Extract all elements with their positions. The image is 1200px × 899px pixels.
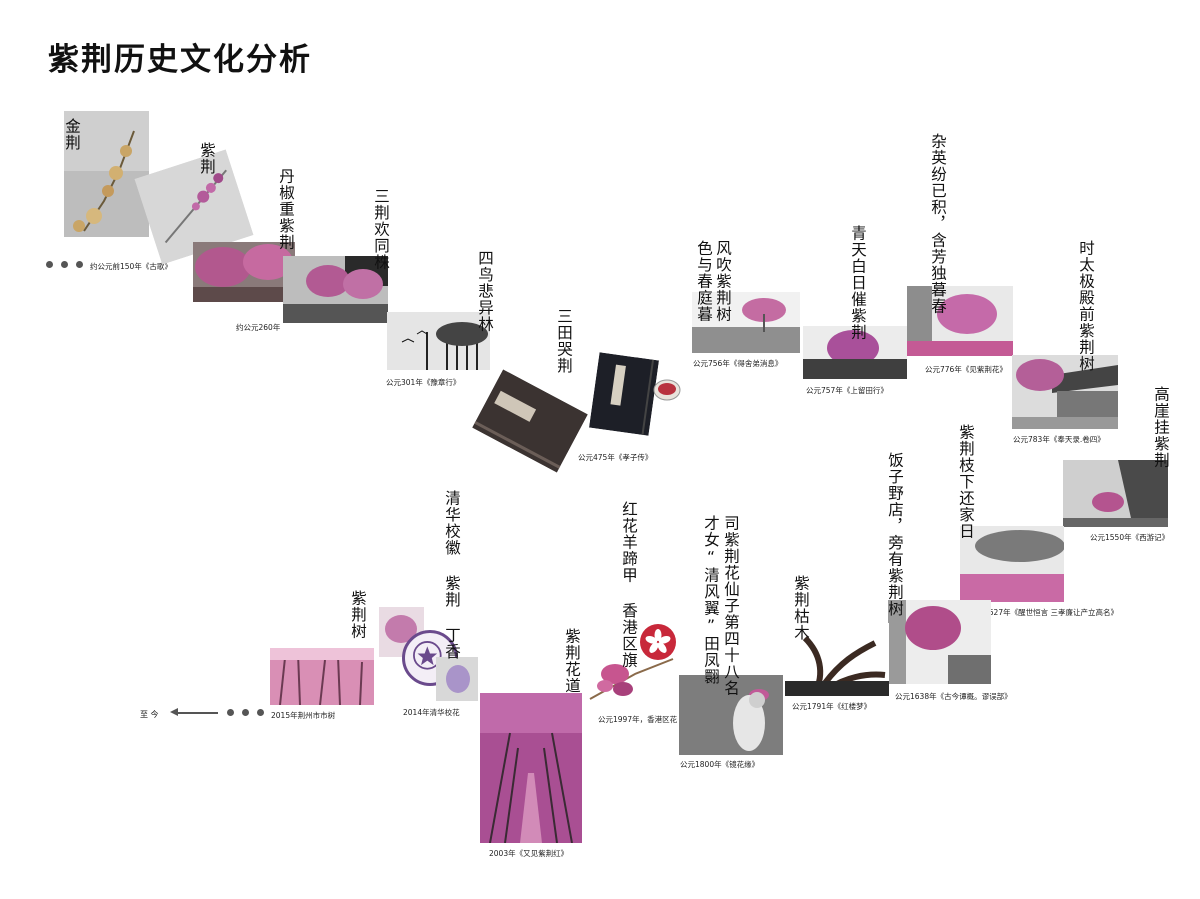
poem-golden-jing: 金荆 [63, 118, 81, 151]
poem-huanjia: 紫荆枝下还家日 [957, 424, 975, 540]
page-title: 紫荆历史文化分析 [48, 42, 312, 78]
poem-qingtian: 青天白日催紫荆 [849, 225, 867, 341]
timeline-end-label: 至 今 [140, 710, 159, 719]
timeline-start-dot [46, 261, 53, 268]
arrow-left-icon [170, 708, 178, 716]
photo-jingzhou [270, 648, 374, 705]
photo-jinghua [679, 675, 783, 755]
photo-huadao [480, 693, 582, 843]
caption-1627: 公元1627年《醒世恒言 三孝廉让产立高名》 [969, 608, 1118, 617]
timeline-arrow-line [178, 712, 218, 714]
caption-757: 公元757年《上留田行》 [806, 386, 888, 395]
caption-2003: 2003年《又见紫荆红》 [489, 849, 569, 858]
photo-purple-jing [134, 149, 254, 265]
photo-yedian [888, 600, 991, 684]
poem-jinghua-2: 才女“清风翼”田凤翾 [702, 515, 720, 685]
caption-1997: 公元1997年，香港区花 [598, 715, 678, 724]
photo-danjiao [193, 242, 295, 302]
photo-book-black [589, 352, 659, 436]
caption-2014: 2014年清华校花 [403, 708, 460, 717]
poem-fengchui: 风吹紫荆树 [714, 240, 732, 323]
timeline-end-dot [242, 709, 249, 716]
caption-783: 公元783年《奉天录.卷四》 [1013, 435, 1105, 444]
caption-1550: 公元1550年《西游记》 [1090, 533, 1170, 542]
poem-purple-jing: 紫荆 [198, 142, 216, 175]
timeline-start-dot [61, 261, 68, 268]
photo-qingtian [803, 326, 907, 379]
photo-zaying [907, 286, 1013, 356]
caption-756: 公元756年《得舍弟消息》 [693, 359, 783, 368]
caption-776: 公元776年《见紫荆花》 [925, 365, 1007, 374]
photo-huanjia [960, 526, 1064, 602]
poem-siniao: 四鸟悲异林 [476, 250, 494, 333]
caption-1791: 公元1791年《红楼梦》 [792, 702, 872, 711]
photo-kumu [785, 623, 889, 696]
photo-fengchui [692, 292, 800, 353]
photo-sanjing [283, 256, 388, 323]
caption-1800: 公元1800年《镜花缘》 [680, 760, 760, 769]
poem-gaoya: 高崖挂紫荆 [1152, 386, 1170, 469]
poem-sechun: 色与春庭暮 [695, 240, 713, 323]
photo-gaoya [1063, 460, 1168, 527]
caption-301: 公元301年《豫章行》 [386, 378, 461, 387]
photo-golden-jing [64, 111, 149, 237]
poem-kumu: 紫荆枯木 [792, 575, 810, 641]
timeline-start-dot [76, 261, 83, 268]
timeline-end-dot [227, 709, 234, 716]
caption-1638: 公元1638年《古今谭概。谬误部》 [895, 692, 1012, 701]
timeline-end-dot [257, 709, 264, 716]
caption-start: 约公元前150年《古歌》 [90, 262, 172, 271]
poem-yedian: 饭子野店，旁有紫荆树 [886, 452, 904, 617]
poem-zaying: 杂英纷已积，含芳独暮春 [929, 133, 947, 315]
poem-jingzhou: 紫荆树 [349, 590, 367, 640]
poem-bauhinia: 红花羊蹄甲 香港区旗 [620, 501, 638, 669]
photo-taiji [1012, 355, 1118, 429]
poem-tsinghua: 清华校徽 紫荆 丁香 [443, 490, 461, 660]
poem-danjiao: 丹椒重紫荆 [277, 168, 295, 251]
photo-siniao [387, 312, 490, 370]
poem-huadao: 紫荆花道 [563, 628, 581, 694]
hong-kong-flag-icon [640, 624, 676, 660]
photo-tsinghua-lilac [436, 657, 478, 701]
photo-seal-paste [653, 379, 681, 401]
photo-book-brown [472, 369, 588, 473]
poem-sanjing: 三荆欢同株 [372, 188, 390, 271]
poem-jinghua-1: 司紫荆花仙子第四十八名 [722, 515, 740, 697]
caption-475: 公元475年《孝子传》 [578, 453, 653, 462]
caption-2015: 2015年荆州市市树 [271, 711, 336, 720]
poem-taiji: 时太极殿前紫荆树 [1077, 240, 1095, 372]
poem-santian: 三田哭荆 [555, 308, 573, 374]
caption-260: 约公元260年 [236, 323, 281, 332]
